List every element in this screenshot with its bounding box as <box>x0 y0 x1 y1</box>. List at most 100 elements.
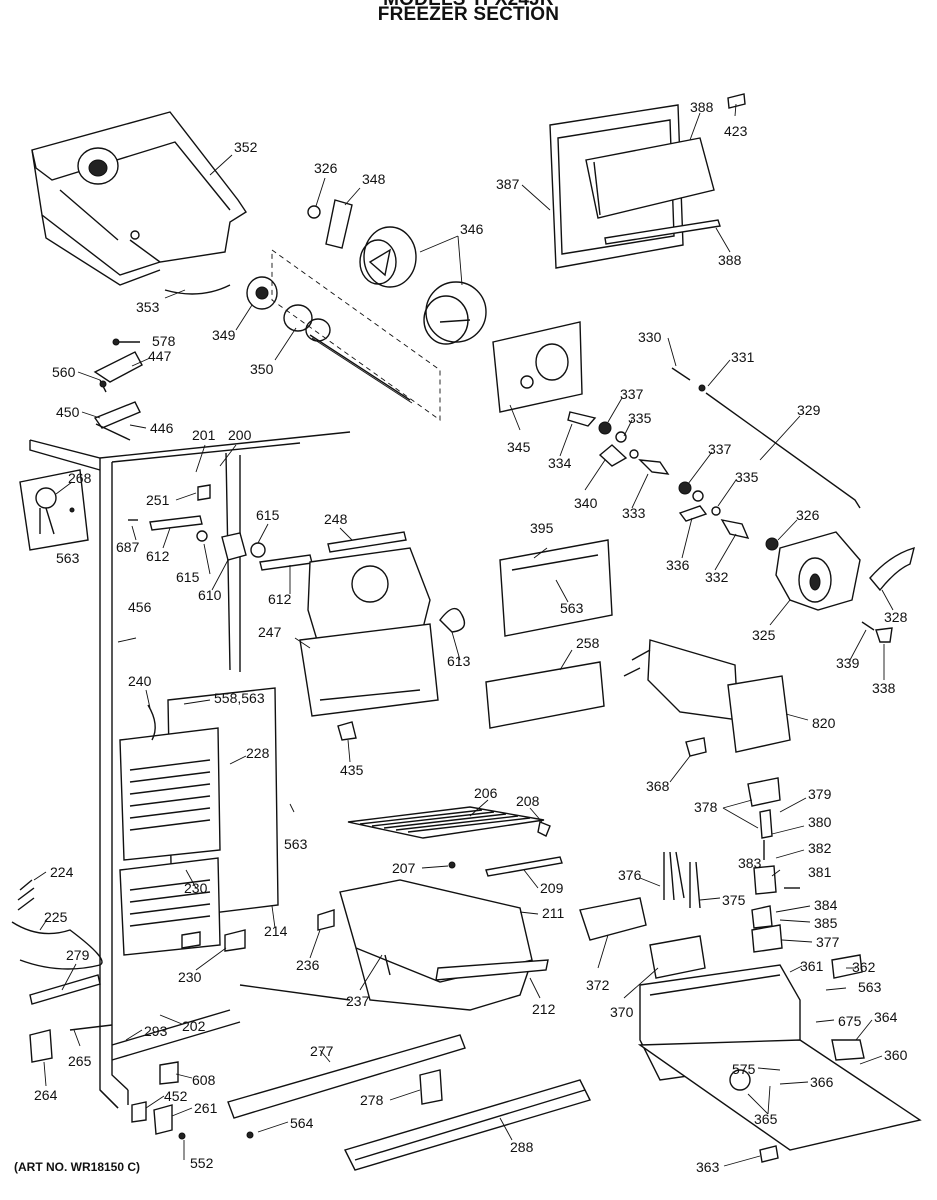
callout-326: 326 <box>314 160 338 176</box>
callout-368: 368 <box>646 778 670 794</box>
callout-224: 224 <box>50 864 74 880</box>
callout-361: 361 <box>800 958 824 974</box>
callout-248: 248 <box>324 511 348 527</box>
callout-209: 209 <box>540 880 564 896</box>
callout-329: 329 <box>797 402 821 418</box>
callout-377: 377 <box>816 934 840 950</box>
callout-395: 395 <box>530 520 554 536</box>
freezer-liner-part <box>29 431 351 1109</box>
callout-376: 376 <box>618 867 642 883</box>
wire-shelf-part <box>347 806 563 877</box>
callout-261: 261 <box>194 1100 218 1116</box>
callout-288: 288 <box>510 1139 534 1155</box>
callout-228: 228 <box>246 745 270 761</box>
callout-558-563: 558,563 <box>214 690 265 706</box>
air-duct-part <box>299 531 466 741</box>
callout-264: 264 <box>34 1087 58 1103</box>
callout-279: 279 <box>66 947 90 963</box>
callout-610: 610 <box>198 587 222 603</box>
callout-560: 560 <box>52 364 76 380</box>
callout-613: 613 <box>447 653 471 669</box>
callout-383: 383 <box>738 855 762 871</box>
callout-447: 447 <box>148 348 172 364</box>
callout-247: 247 <box>258 624 282 640</box>
callout-380: 380 <box>808 814 832 830</box>
shelf-front-part <box>485 661 605 729</box>
callout-230-b: 230 <box>178 969 202 985</box>
callout-687: 687 <box>116 539 140 555</box>
callout-612-a: 612 <box>146 548 170 564</box>
callout-212: 212 <box>532 1001 556 1017</box>
callout-334: 334 <box>548 455 572 471</box>
callout-332: 332 <box>705 569 729 585</box>
callout-293: 293 <box>144 1023 168 1039</box>
callout-352: 352 <box>234 139 258 155</box>
auger-assembly-part <box>246 249 441 421</box>
callout-384: 384 <box>814 897 838 913</box>
callout-337-a: 337 <box>620 386 644 402</box>
callout-240: 240 <box>128 673 152 689</box>
callout-452: 452 <box>164 1088 188 1104</box>
evaporator-part <box>119 687 279 956</box>
callout-333: 333 <box>622 505 646 521</box>
callout-563-d: 563 <box>858 979 882 995</box>
callout-325: 325 <box>752 627 776 643</box>
callout-328: 328 <box>884 609 908 625</box>
callout-348: 348 <box>362 171 386 187</box>
callout-446: 446 <box>150 420 174 436</box>
control-components-part <box>663 737 800 953</box>
ice-crusher-blades-part <box>307 199 487 345</box>
callout-423: 423 <box>724 123 748 139</box>
callout-201: 201 <box>192 427 216 443</box>
callout-200: 200 <box>228 427 252 443</box>
callout-564: 564 <box>290 1115 314 1131</box>
callout-265: 265 <box>68 1053 92 1069</box>
callout-370: 370 <box>610 1004 634 1020</box>
callout-350: 350 <box>250 361 274 377</box>
callout-345: 345 <box>507 439 531 455</box>
machine-compartment-part <box>637 954 922 1163</box>
callout-336: 336 <box>666 557 690 573</box>
front-rail-and-grille-part <box>227 1034 591 1171</box>
callout-230-a: 230 <box>184 880 208 896</box>
callout-375: 375 <box>722 892 746 908</box>
callout-330: 330 <box>638 329 662 345</box>
callout-450: 450 <box>56 404 80 420</box>
callout-277: 277 <box>310 1043 334 1059</box>
evaporator-hardware-part <box>181 909 335 952</box>
callout-363: 363 <box>696 1159 720 1175</box>
callout-214: 214 <box>264 923 288 939</box>
callout-225: 225 <box>44 909 68 925</box>
callout-208: 208 <box>516 793 540 809</box>
section-heading: FREEZER SECTION <box>377 4 560 25</box>
callout-337-b: 337 <box>708 441 732 457</box>
defrost-timer-part <box>579 897 706 979</box>
callout-563-b: 563 <box>560 600 584 616</box>
callout-353: 353 <box>136 299 160 315</box>
callout-365: 365 <box>754 1111 778 1127</box>
models-heading: MODELS TFX24JR <box>0 0 937 11</box>
callout-268: 268 <box>68 470 92 486</box>
callout-236: 236 <box>296 957 320 973</box>
ice-bucket-part <box>31 111 247 286</box>
callout-346: 346 <box>460 221 484 237</box>
callout-362: 362 <box>852 959 876 975</box>
callout-615-b: 615 <box>176 569 200 585</box>
callout-563-c: 563 <box>284 836 308 852</box>
callout-378: 378 <box>694 799 718 815</box>
callout-435: 435 <box>340 762 364 778</box>
auger-spring-part <box>164 284 231 295</box>
callout-608: 608 <box>192 1072 216 1088</box>
callout-labels: 352 326 348 346 388 423 387 388 353 349 … <box>34 99 908 1175</box>
callout-258: 258 <box>576 635 600 651</box>
callout-326-b: 326 <box>796 507 820 523</box>
cabinet-bottom-hardware-part <box>29 1024 186 1140</box>
callout-563-a: 563 <box>56 550 80 566</box>
callout-206: 206 <box>474 785 498 801</box>
callout-615-a: 615 <box>256 507 280 523</box>
callout-612-b: 612 <box>268 591 292 607</box>
callout-372: 372 <box>586 977 610 993</box>
dispenser-linkage-part <box>567 367 861 551</box>
callout-251: 251 <box>146 492 170 508</box>
